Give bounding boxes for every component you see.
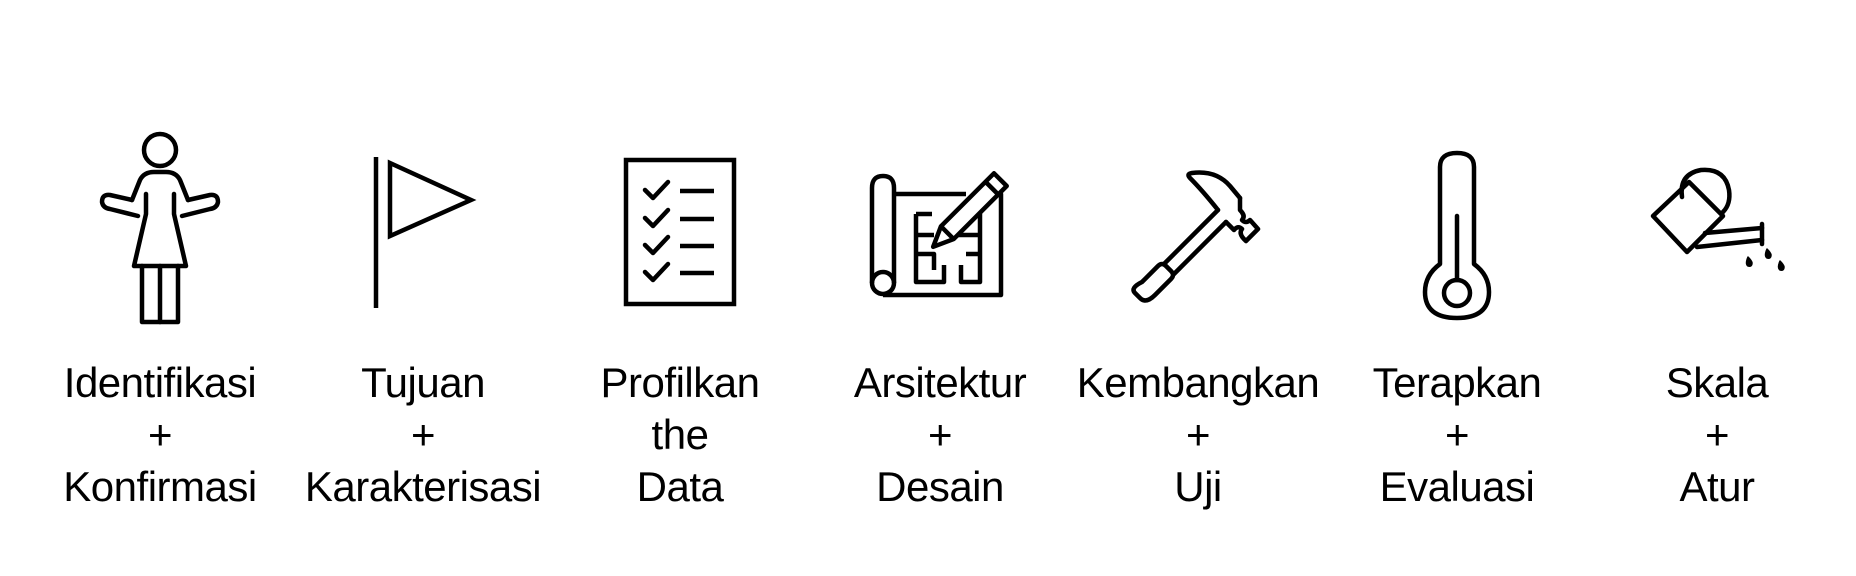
step-label-plus: + bbox=[147, 411, 173, 458]
step-label-line-3: Desain bbox=[876, 463, 1004, 510]
checklist-icon bbox=[580, 130, 780, 340]
step-label: Tujuan + Karakterisasi bbox=[283, 357, 563, 513]
step-label: Kembangkan + Uji bbox=[1058, 357, 1338, 513]
step-label-line-1: Identifikasi bbox=[63, 359, 257, 406]
step-arsitektur-desain: Arsitektur + Desain bbox=[800, 0, 1080, 576]
step-label-line-3: Konfirmasi bbox=[63, 463, 257, 510]
step-label-plus: + bbox=[410, 411, 436, 458]
step-label-line-3: Atur bbox=[1679, 463, 1755, 510]
step-label: Identifikasi + Konfirmasi bbox=[20, 357, 300, 513]
step-profilkan-data: Profilkan the Data bbox=[540, 0, 820, 576]
step-label: Profilkan the Data bbox=[540, 357, 820, 513]
step-label-line-1: Profilkan bbox=[600, 359, 760, 406]
step-terapkan-evaluasi: Terapkan + Evaluasi bbox=[1317, 0, 1597, 576]
step-label-plus: + bbox=[927, 411, 953, 458]
step-label-line-3: Data bbox=[636, 463, 724, 510]
step-identifikasi-konfirmasi: Identifikasi + Konfirmasi bbox=[20, 0, 300, 576]
step-skala-atur: Skala + Atur bbox=[1577, 0, 1856, 576]
step-label-line-1: Tujuan bbox=[361, 359, 485, 406]
step-label: Terapkan + Evaluasi bbox=[1317, 357, 1597, 513]
step-label-line-1: Arsitektur bbox=[853, 359, 1027, 406]
person-icon bbox=[60, 130, 260, 340]
step-label-plus: + bbox=[1185, 411, 1211, 458]
step-label-line-3: Uji bbox=[1174, 463, 1222, 510]
flag-icon bbox=[323, 130, 523, 340]
thermometer-icon bbox=[1357, 130, 1557, 340]
step-label-line-1: Kembangkan bbox=[1076, 359, 1320, 406]
step-label-line-2: the bbox=[651, 411, 709, 458]
step-label-line-1: Skala bbox=[1665, 359, 1769, 406]
blueprint-pencil-icon bbox=[840, 130, 1040, 340]
step-label-line-3: Karakterisasi bbox=[304, 463, 542, 510]
step-kembangkan-uji: Kembangkan + Uji bbox=[1058, 0, 1338, 576]
step-label: Arsitektur + Desain bbox=[800, 357, 1080, 513]
watering-can-icon bbox=[1617, 130, 1817, 340]
step-label-line-1: Terapkan bbox=[1372, 359, 1542, 406]
step-label-plus: + bbox=[1704, 411, 1730, 458]
step-label-line-3: Evaluasi bbox=[1379, 463, 1535, 510]
hammer-icon bbox=[1098, 130, 1298, 340]
step-label: Skala + Atur bbox=[1577, 357, 1856, 513]
step-tujuan-karakterisasi: Tujuan + Karakterisasi bbox=[283, 0, 563, 576]
step-label-plus: + bbox=[1444, 411, 1470, 458]
